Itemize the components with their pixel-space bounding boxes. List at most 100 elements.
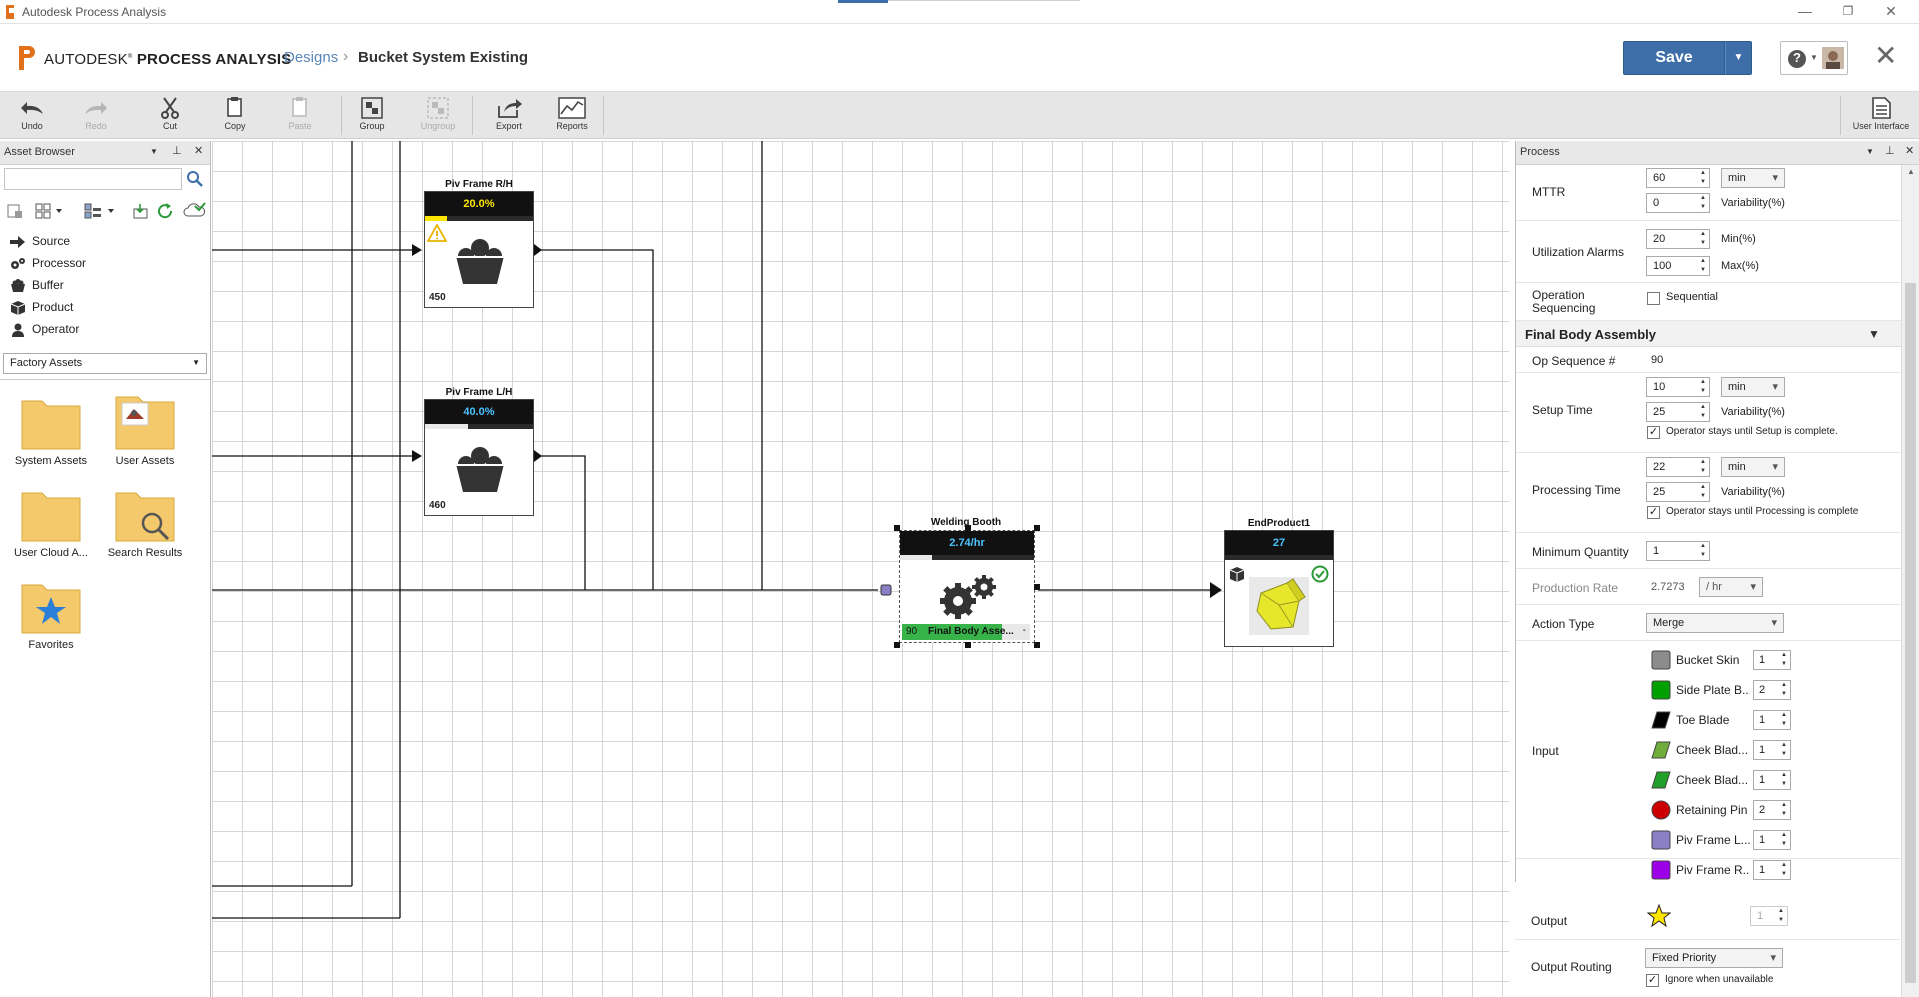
user-interface-button[interactable]: User Interface (1848, 92, 1914, 139)
import-asset-icon[interactable] (132, 203, 150, 219)
panel-menu-chevron-icon[interactable]: ▼ (1866, 147, 1874, 156)
help-icon (1788, 50, 1806, 68)
operation-bar[interactable]: 90 Final Body Asse... - (902, 624, 1030, 640)
output-routing-row: Output Routing Fixed Priority ✓ Ignore w… (1515, 940, 1900, 997)
copy-button[interactable]: Copy (205, 92, 265, 139)
processing-time-unit-select[interactable]: min (1721, 457, 1785, 477)
input-qty-stepper[interactable]: 1 (1753, 860, 1791, 880)
mttr-variability-stepper[interactable]: 0 (1646, 193, 1710, 213)
input-qty-stepper[interactable]: 1 (1753, 650, 1791, 670)
scissors-icon (161, 97, 179, 119)
view-grid-icon[interactable] (35, 203, 65, 219)
folder-user-assets[interactable]: User Assets (100, 395, 190, 467)
refresh-icon[interactable] (157, 203, 175, 219)
panel-menu-chevron-icon[interactable]: ▼ (150, 147, 158, 156)
buffer-node-piv-frame-lh[interactable]: 40.0% 460 (424, 399, 534, 516)
folder-system-assets[interactable]: System Assets (6, 395, 96, 467)
category-operator[interactable]: Operator (10, 319, 79, 339)
resize-handle[interactable] (1034, 642, 1040, 648)
setup-variability-stepper[interactable]: 25 (1646, 402, 1710, 422)
save-dropdown-button[interactable]: ▼ (1725, 41, 1752, 75)
scrollbar-thumb[interactable] (1905, 283, 1916, 983)
input-qty-stepper[interactable]: 1 (1753, 830, 1791, 850)
setup-time-stepper[interactable]: 10 (1646, 377, 1710, 397)
input-qty-stepper[interactable]: 1 (1753, 740, 1791, 760)
gear-icon (11, 257, 25, 269)
help-user-menu[interactable]: ? ▼ (1780, 41, 1848, 75)
asset-search-input[interactable] (4, 168, 182, 190)
cloud-sync-icon[interactable] (183, 201, 207, 219)
save-button[interactable]: Save (1623, 41, 1725, 75)
setup-time-unit-select[interactable]: min (1721, 377, 1785, 397)
resize-handle[interactable] (965, 525, 971, 531)
reports-button[interactable]: Reports (542, 92, 602, 139)
panel-close-icon[interactable]: ✕ (1905, 145, 1915, 157)
input-qty-stepper[interactable]: 2 (1753, 680, 1791, 700)
ignore-unavailable-checkbox[interactable]: ✓ (1646, 974, 1659, 987)
close-design-icon[interactable]: ✕ (1874, 40, 1898, 71)
new-asset-icon[interactable] (6, 203, 24, 219)
mttr-unit-select[interactable]: min (1721, 168, 1785, 188)
resize-handle[interactable] (894, 642, 900, 648)
user-folder-icon (115, 396, 175, 450)
group-button[interactable]: Group (342, 92, 402, 139)
category-buffer[interactable]: Buffer (10, 275, 64, 295)
brand-name: AUTODESK® PROCESS ANALYSIS (44, 51, 292, 68)
resize-handle[interactable] (894, 525, 900, 531)
process-canvas[interactable]: Piv Frame R/H 20.0% 450 Piv Frame L/H 40… (212, 141, 1509, 997)
category-source[interactable]: Source (10, 231, 70, 251)
window-close-icon[interactable]: ✕ (1885, 3, 1897, 19)
folder-search-results[interactable]: Search Results (100, 487, 190, 559)
undo-button[interactable]: Undo (2, 92, 62, 139)
input-qty-stepper[interactable]: 1 (1753, 770, 1791, 790)
buffer-node-piv-frame-rh[interactable]: 20.0% 450 (424, 191, 534, 308)
section-header-final-body-assembly[interactable]: Final Body Assembly ▼ (1516, 321, 1901, 347)
processing-time-stepper[interactable]: 22 (1646, 457, 1710, 477)
check-circle-icon (1311, 565, 1329, 583)
ungroup-button[interactable]: Ungroup (408, 92, 468, 139)
redo-button[interactable]: Redo (66, 92, 126, 139)
resize-handle[interactable] (965, 642, 971, 648)
processing-variability-stepper[interactable]: 25 (1646, 482, 1710, 502)
production-rate-unit-select[interactable]: / hr (1699, 577, 1763, 597)
cut-button[interactable]: Cut (140, 92, 200, 139)
processing-operator-checkbox[interactable]: ✓ (1647, 506, 1660, 519)
utilization-max-stepper[interactable]: 100 (1646, 256, 1710, 276)
processor-node-welding-booth[interactable]: 2.74/hr 90 Final Body Asse... - (899, 530, 1035, 643)
input-port[interactable] (880, 584, 892, 596)
process-panel-scrollbar[interactable]: ▲ (1901, 165, 1919, 997)
input-qty-stepper[interactable]: 1 (1753, 710, 1791, 730)
search-icon[interactable] (186, 170, 204, 188)
pin-icon[interactable]: ⊥ (172, 145, 182, 157)
sink-node-endproduct1[interactable]: 27 (1224, 530, 1334, 647)
product-box-icon (10, 300, 26, 315)
minimum-quantity-stepper[interactable]: 1 (1646, 541, 1710, 561)
paste-button[interactable]: Paste (270, 92, 330, 139)
pin-icon[interactable]: ⊥ (1885, 145, 1895, 157)
output-routing-select[interactable]: Fixed Priority (1645, 948, 1783, 968)
setup-operator-checkbox[interactable]: ✓ (1647, 426, 1660, 439)
folder-favorites[interactable]: Favorites (6, 579, 96, 651)
utilization-min-stepper[interactable]: 20 (1646, 229, 1710, 249)
category-product[interactable]: Product (10, 297, 73, 317)
collapse-chevron-icon[interactable]: ▼ (1868, 327, 1880, 341)
export-button[interactable]: Export (479, 92, 539, 139)
action-type-select[interactable]: Merge (1646, 613, 1784, 633)
asset-library-select[interactable]: Factory Assets ▼ (3, 353, 207, 374)
panel-close-icon[interactable]: ✕ (194, 145, 204, 157)
breadcrumb-designs-link[interactable]: Designs (284, 49, 339, 66)
sort-options-icon[interactable] (84, 203, 118, 219)
category-processor[interactable]: Processor (10, 253, 86, 273)
node-count: 460 (429, 500, 446, 511)
scroll-up-icon[interactable]: ▲ (1907, 167, 1915, 176)
sequential-checkbox[interactable] (1647, 292, 1660, 305)
resize-handle[interactable] (1034, 525, 1040, 531)
input-qty-stepper[interactable]: 2 (1753, 800, 1791, 820)
output-qty-stepper[interactable]: 1 (1750, 906, 1788, 926)
resize-handle[interactable] (1034, 584, 1040, 590)
minimize-icon[interactable]: — (1798, 3, 1812, 19)
connection-lines (212, 141, 1222, 919)
folder-user-cloud-assets[interactable]: User Cloud A... (6, 487, 96, 559)
restore-icon[interactable]: ❐ (1842, 4, 1854, 18)
mttr-value-stepper[interactable]: 60 (1646, 168, 1710, 188)
